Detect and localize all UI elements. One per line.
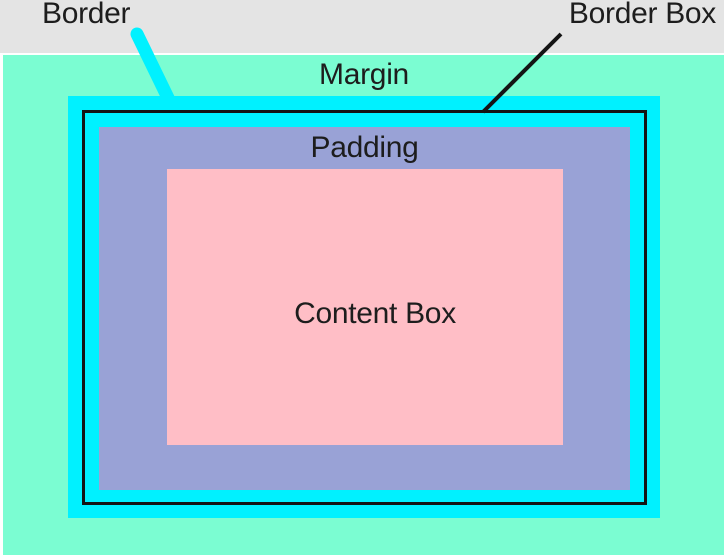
border-box-outline <box>82 110 647 505</box>
content-box-label: Content Box <box>294 297 456 330</box>
border-label: Border <box>42 0 131 30</box>
padding-label: Padding <box>310 131 419 164</box>
margin-label: Margin <box>319 58 409 91</box>
header-strip: Border Border Box <box>0 0 724 53</box>
content-area <box>167 169 563 445</box>
border-box-label: Border Box <box>568 0 716 30</box>
